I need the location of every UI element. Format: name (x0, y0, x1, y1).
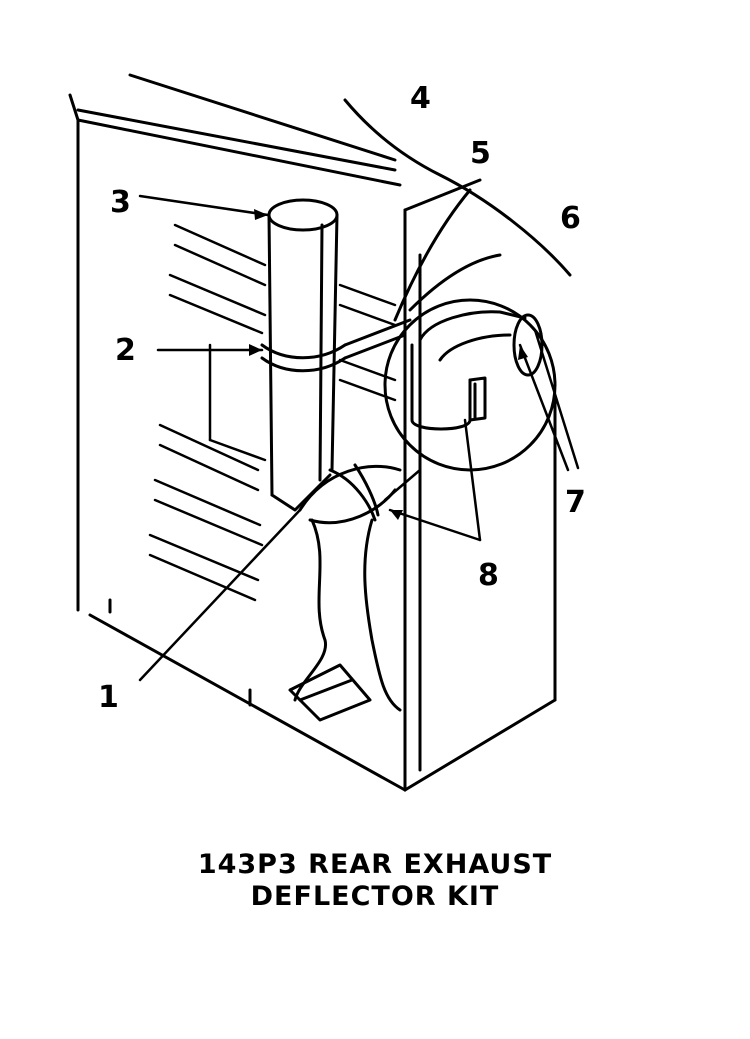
callout-5: 5 (470, 136, 491, 171)
cutaway-opening (288, 518, 402, 722)
callout-1: 1 (98, 680, 119, 715)
exhaust-pipe (267, 198, 339, 512)
callout-2: 2 (115, 333, 136, 368)
callout-4: 4 (410, 81, 431, 116)
callout-7: 7 (565, 485, 586, 520)
callout-8: 8 (478, 558, 499, 593)
dryer-cabinet (68, 73, 557, 792)
leader-lines (138, 194, 580, 682)
callout-3: 3 (110, 185, 131, 220)
deflector-elbow (298, 463, 402, 525)
leader-arrowheads (249, 209, 528, 520)
caption-subtitle: DEFLECTOR KIT (250, 881, 500, 912)
detail-inset (383, 298, 557, 472)
caption-title: 143P3 REAR EXHAUST (197, 849, 553, 880)
pipe-clamp (260, 318, 412, 373)
callout-6: 6 (560, 201, 581, 236)
wire-harness (343, 98, 572, 322)
